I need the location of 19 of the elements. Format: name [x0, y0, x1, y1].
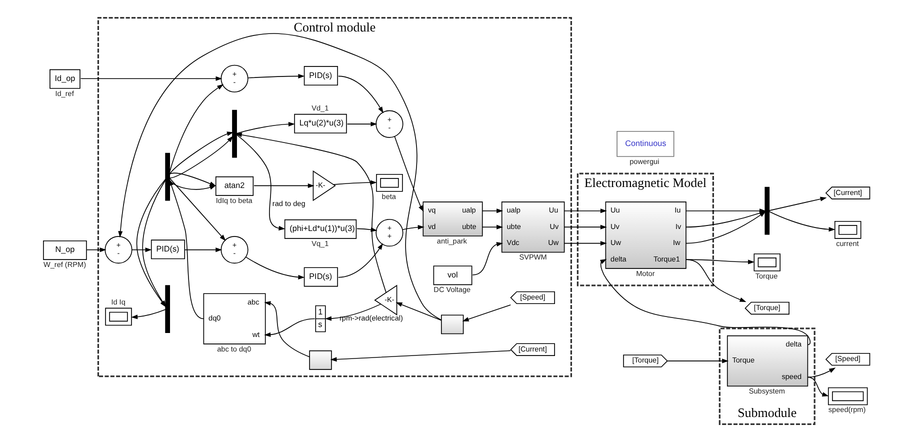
- node-label: Id Iq: [110, 297, 125, 306]
- node-label: Torque: [754, 271, 778, 280]
- node-label: rpm->rad(electrical): [338, 314, 402, 323]
- node-label: current: [836, 238, 858, 248]
- node-label: Vd_1: [311, 103, 328, 112]
- node-label: W_ref (RPM): [42, 260, 86, 269]
- node-label: powergui: [629, 156, 659, 166]
- node-label: Id_ref: [54, 88, 74, 98]
- node-label: beta: [381, 192, 396, 201]
- node-label: IdIq to beta: [215, 196, 252, 205]
- node-label: DC Voltage: [433, 285, 470, 294]
- node-label: Motor: [636, 268, 654, 278]
- node-label: rad to deg: [272, 199, 305, 208]
- node-label: abc to dq0: [216, 344, 251, 354]
- node-label: anti_park: [436, 236, 466, 246]
- node-label: speed(rpm): [828, 405, 866, 414]
- node-label: Vq_1: [311, 238, 328, 248]
- node-label: SVPWM: [518, 252, 546, 262]
- node-label: Subsystem: [748, 386, 784, 396]
